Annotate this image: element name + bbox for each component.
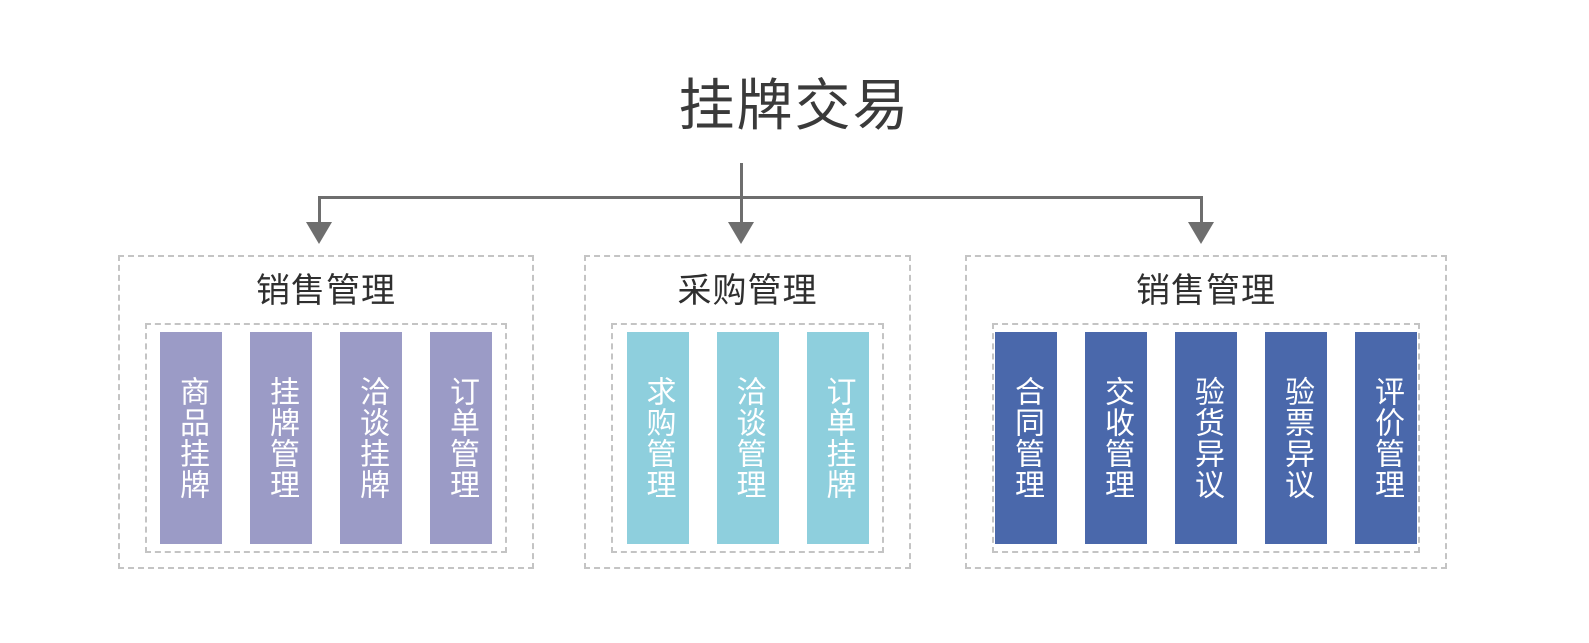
connector-drop-3 xyxy=(1200,196,1203,224)
item-bar[interactable]: 订单管理 xyxy=(430,332,492,544)
item-bar[interactable]: 交收管理 xyxy=(1085,332,1147,544)
group-items-container: 商品挂牌 挂牌管理 洽谈挂牌 订单管理 xyxy=(145,323,507,553)
item-bar[interactable]: 洽谈管理 xyxy=(716,332,779,544)
group-sales-management-2: 销售管理 合同管理 交收管理 验货异议 验票异议 评价管理 xyxy=(965,255,1447,569)
group-title: 销售管理 xyxy=(256,272,396,310)
group-items-container: 合同管理 交收管理 验货异议 验票异议 评价管理 xyxy=(992,323,1420,553)
connector-drop-1 xyxy=(318,196,321,224)
item-bar[interactable]: 挂牌管理 xyxy=(250,332,312,544)
group-procurement-management: 采购管理 求购管理 洽谈管理 订单挂牌 xyxy=(584,255,911,569)
group-items-container: 求购管理 洽谈管理 订单挂牌 xyxy=(611,323,884,553)
item-bar[interactable]: 商品挂牌 xyxy=(160,332,222,544)
item-bar[interactable]: 洽谈挂牌 xyxy=(340,332,402,544)
group-title: 销售管理 xyxy=(1136,272,1276,310)
item-bar[interactable]: 订单挂牌 xyxy=(806,332,869,544)
item-bar[interactable]: 验票异议 xyxy=(1265,332,1327,544)
connector-drop-2 xyxy=(740,196,743,224)
item-bar[interactable]: 合同管理 xyxy=(995,332,1057,544)
item-bar[interactable]: 求购管理 xyxy=(626,332,689,544)
arrowhead-icon-3 xyxy=(1188,222,1214,244)
root-node-title: 挂牌交易 xyxy=(678,74,911,137)
group-sales-management-1: 销售管理 商品挂牌 挂牌管理 洽谈挂牌 订单管理 xyxy=(118,255,534,569)
connector-stem xyxy=(740,163,743,198)
group-title: 采购管理 xyxy=(677,272,818,310)
arrowhead-icon-2 xyxy=(728,222,754,244)
connector-bus xyxy=(318,196,1203,199)
item-bar[interactable]: 验货异议 xyxy=(1175,332,1237,544)
item-bar[interactable]: 评价管理 xyxy=(1355,332,1417,544)
arrowhead-icon-1 xyxy=(306,222,332,244)
